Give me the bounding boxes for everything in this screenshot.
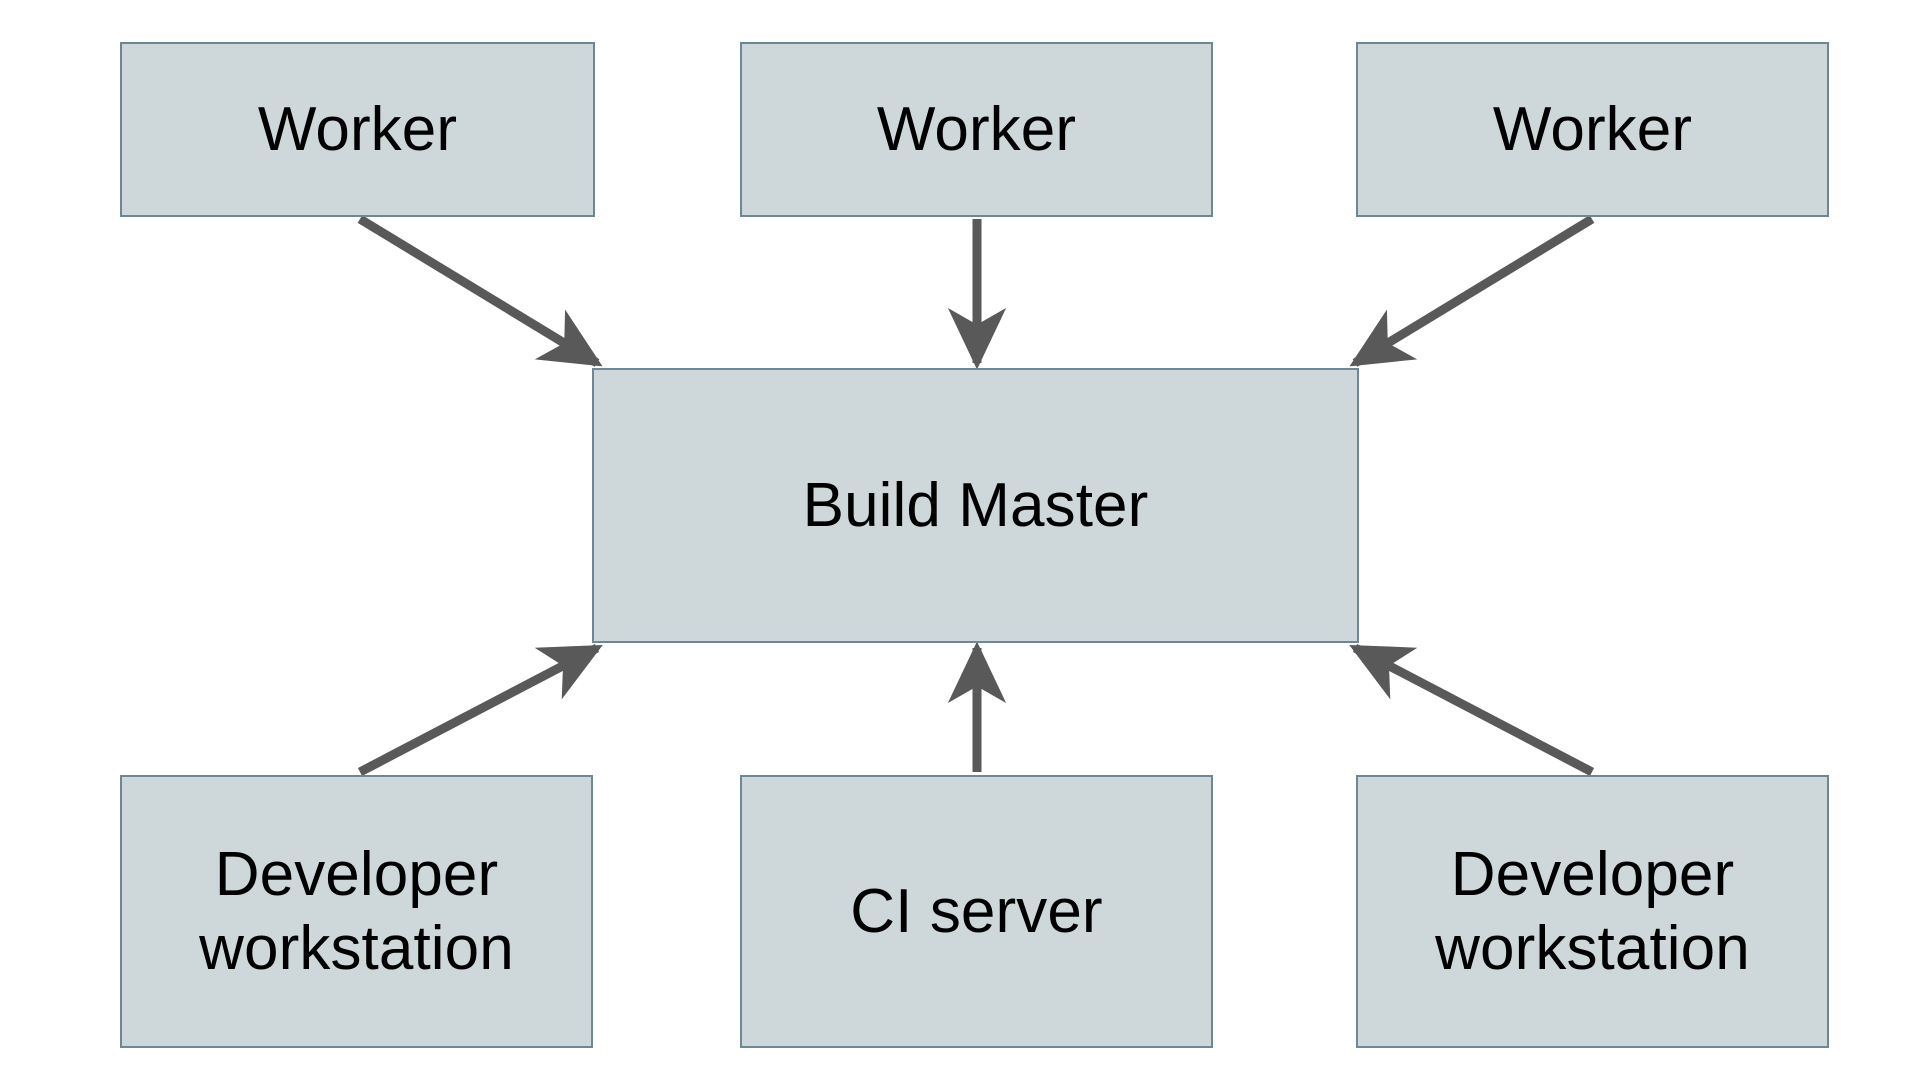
edge-worker-3-to-build-master xyxy=(1349,215,1595,367)
node-developer-workstation-1[interactable]: Developer workstation xyxy=(120,775,593,1048)
edge-worker-1-to-build-master xyxy=(357,215,603,367)
node-worker-2[interactable]: Worker xyxy=(740,42,1213,217)
node-worker-3-label: Worker xyxy=(1492,94,1693,164)
node-ci-server-label: CI server xyxy=(850,876,1103,946)
node-developer-workstation-2[interactable]: Developer workstation xyxy=(1356,775,1829,1048)
node-ci-server[interactable]: CI server xyxy=(740,775,1213,1048)
node-worker-1[interactable]: Worker xyxy=(120,42,595,217)
node-worker-1-label: Worker xyxy=(257,94,458,164)
node-build-master[interactable]: Build Master xyxy=(592,368,1359,643)
node-build-master-label: Build Master xyxy=(802,470,1149,540)
node-developer-workstation-1-label: Developer workstation xyxy=(199,840,514,983)
node-developer-workstation-2-label: Developer workstation xyxy=(1435,840,1750,983)
edge-developer-workstation-2-to-build-master xyxy=(1349,644,1595,776)
node-worker-2-label: Worker xyxy=(876,94,1077,164)
node-worker-3[interactable]: Worker xyxy=(1356,42,1829,217)
edge-developer-workstation-1-to-build-master xyxy=(357,644,603,776)
